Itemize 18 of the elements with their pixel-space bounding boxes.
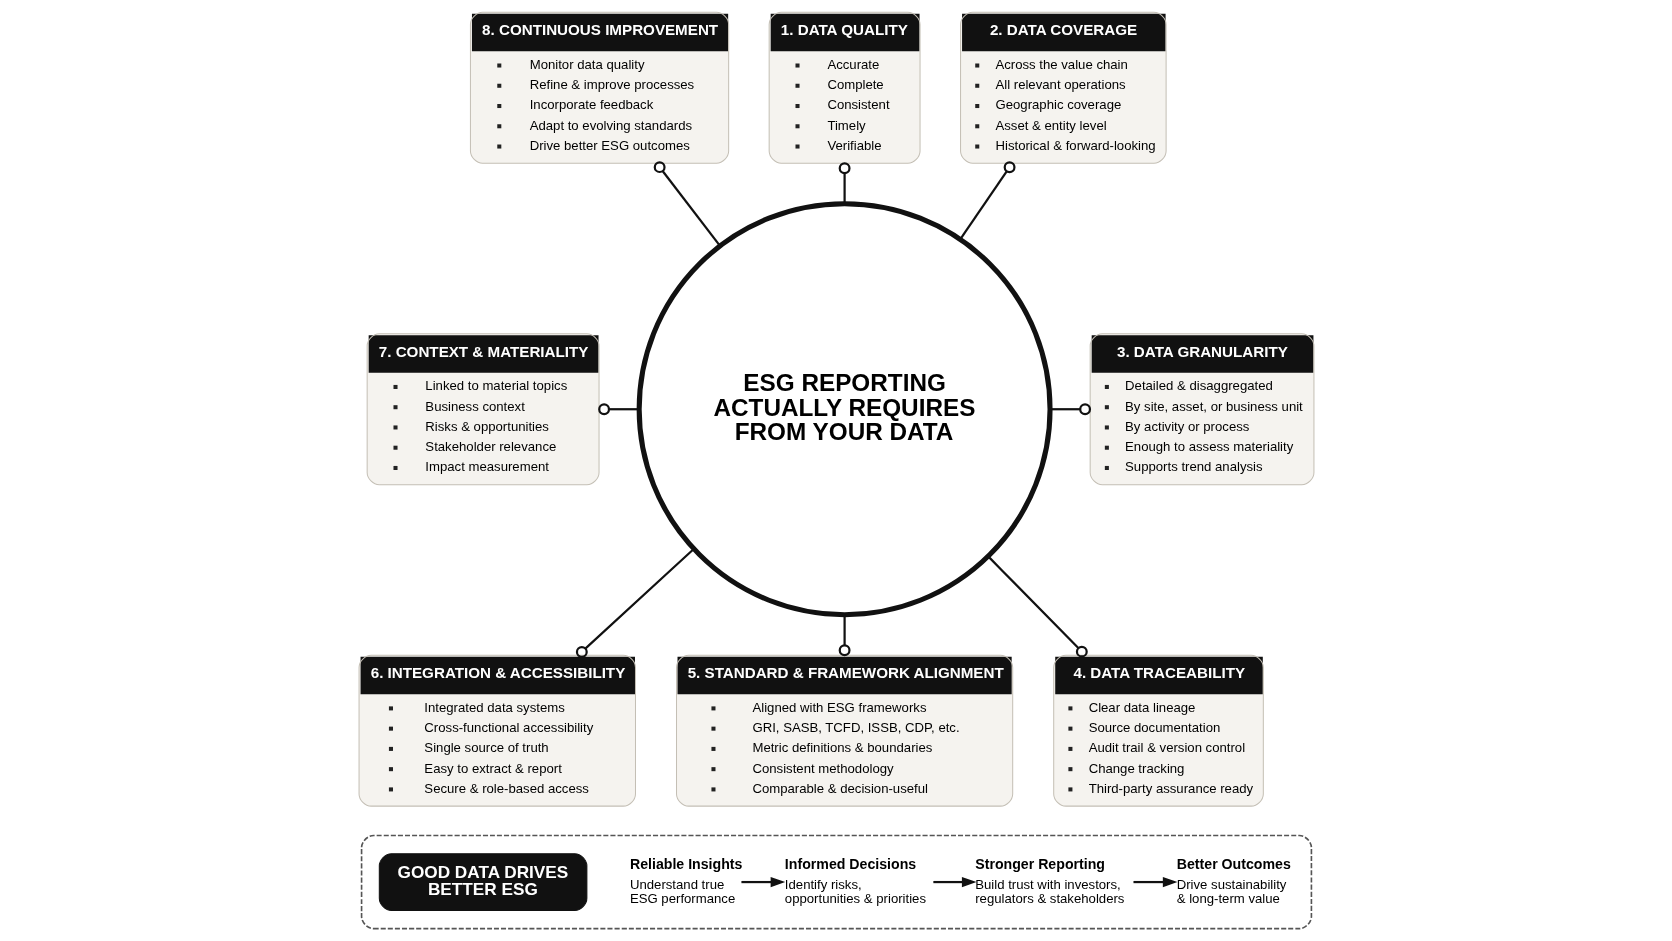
node-text: Informed Decisions Identify risks, opportunities & priorities bbox=[784, 856, 926, 906]
connector bbox=[1049, 403, 1091, 416]
connector bbox=[575, 548, 695, 658]
connector bbox=[958, 161, 1016, 240]
connector bbox=[838, 162, 851, 204]
arrow bbox=[1132, 876, 1177, 888]
arrow bbox=[740, 876, 785, 888]
connector bbox=[653, 161, 721, 247]
connector bbox=[597, 403, 639, 416]
arrow bbox=[932, 876, 976, 888]
connector bbox=[838, 614, 851, 657]
node-text: Stronger Reporting Build trust with investors, regulators & stakeholders bbox=[974, 856, 1124, 906]
cluster bbox=[360, 834, 1312, 930]
node-box: GOOD DATA DRIVES BETTER ESG bbox=[378, 853, 587, 911]
node-text: Better Outcomes Drive sustainability & long-term value bbox=[1176, 856, 1291, 906]
node-circle: ESG REPORTING ACTUALLY REQUIRES FROM YOUR DATA bbox=[636, 201, 1053, 618]
node-text: Reliable Insights Understand true ESG performance bbox=[629, 856, 742, 906]
connector bbox=[986, 555, 1088, 658]
